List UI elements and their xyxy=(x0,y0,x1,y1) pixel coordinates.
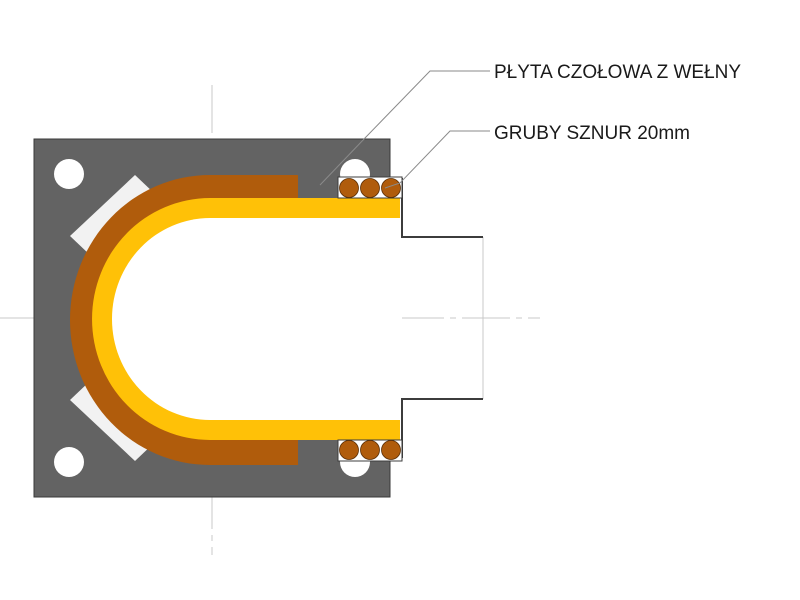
thick-cord-top xyxy=(337,176,403,199)
leader-lines xyxy=(319,70,490,189)
inner-cavity xyxy=(112,218,402,420)
cord-strand xyxy=(339,178,359,198)
leader-thick-cord xyxy=(384,130,490,189)
cord-strand xyxy=(360,440,380,460)
mounting-hole-top-left xyxy=(54,159,84,189)
label-thick-cord: GRUBY SZNUR 20mm xyxy=(494,123,690,144)
cord-strand xyxy=(339,440,359,460)
cord-strand xyxy=(360,178,380,198)
cord-strand xyxy=(381,178,401,198)
label-face-plate: PŁYTA CZOŁOWA Z WEŁNY xyxy=(494,62,741,83)
thick-cord-bottom xyxy=(337,439,403,462)
chamfer-block-top xyxy=(70,175,155,255)
cord-strand xyxy=(381,440,401,460)
leader-face-plate xyxy=(319,70,490,186)
mounting-hole-bottom-left xyxy=(54,447,84,477)
